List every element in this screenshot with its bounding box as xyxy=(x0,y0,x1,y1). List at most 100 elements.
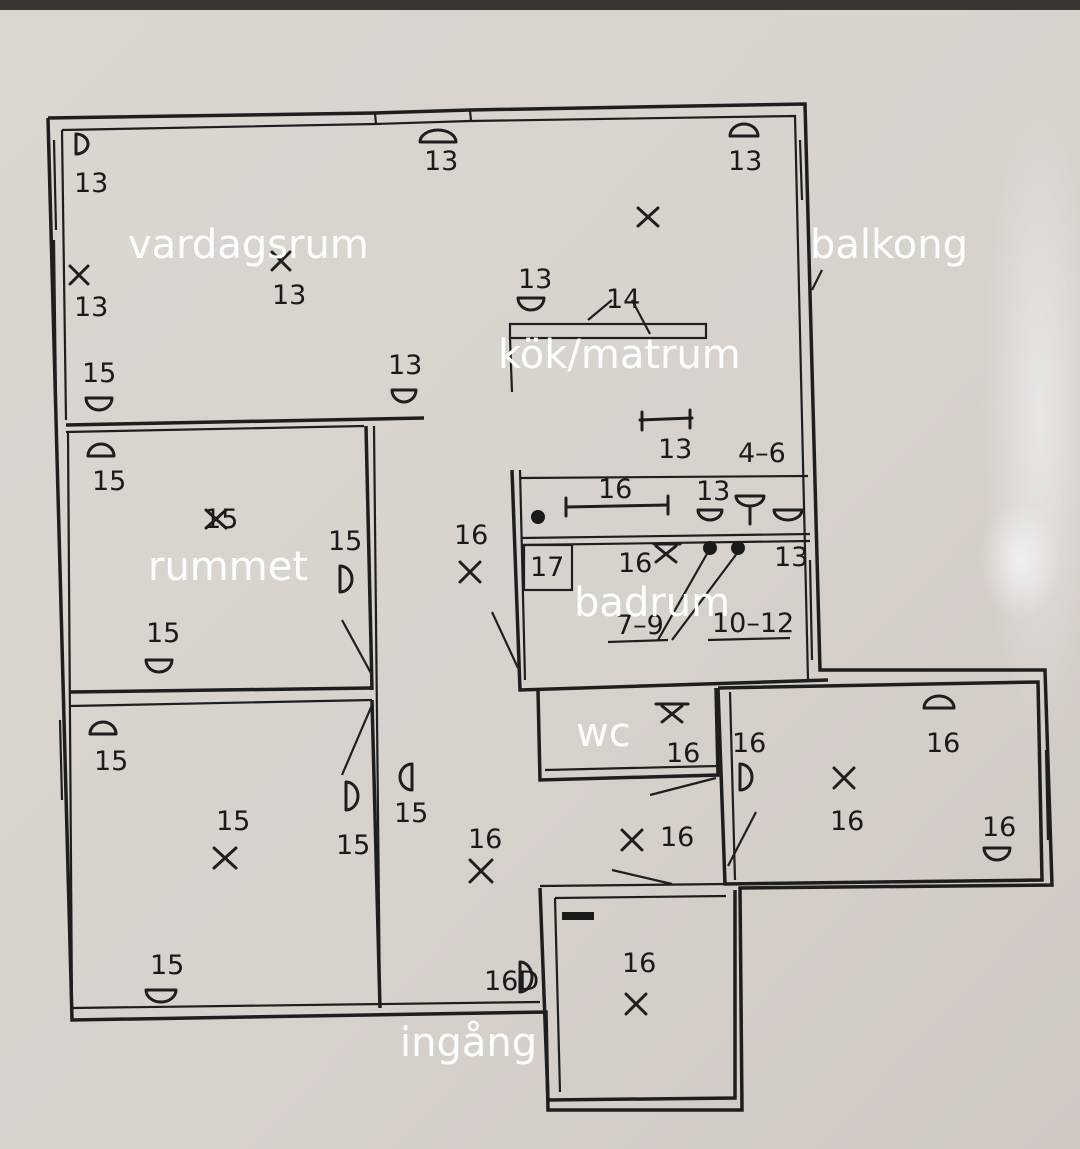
label-15: 15 xyxy=(216,806,250,837)
window-right-2 xyxy=(808,559,814,661)
leader-14a xyxy=(587,299,613,321)
label-16: 16 xyxy=(926,728,960,759)
inner-left-wall xyxy=(60,129,68,421)
outlet-icon xyxy=(390,388,418,404)
door-rummet xyxy=(341,619,373,676)
window-left-1 xyxy=(52,139,58,231)
label-15: 15 xyxy=(82,358,116,389)
outlet-icon xyxy=(74,132,90,156)
outlet-icon xyxy=(88,720,118,736)
cross-icon xyxy=(468,858,494,884)
balcony-door-mark xyxy=(811,269,823,291)
outlet-icon xyxy=(738,762,754,792)
wc-wall xyxy=(536,687,720,782)
room-label-rummet: rummet xyxy=(148,544,308,590)
outlet-icon xyxy=(728,122,760,138)
hall-inner-wall xyxy=(553,897,562,1093)
label-15: 15 xyxy=(336,830,370,861)
outlet-icon xyxy=(344,780,360,812)
line-10-12 xyxy=(707,636,791,642)
cross-icon xyxy=(212,846,238,870)
label-13: 13 xyxy=(696,476,730,507)
cross-icon xyxy=(620,828,644,852)
label-16D: 16D xyxy=(484,966,539,997)
cross-icon xyxy=(636,206,660,228)
outlet-icon xyxy=(338,564,354,594)
ceiling-lights xyxy=(68,206,856,1016)
hall-bar xyxy=(562,912,594,920)
living-room-wall xyxy=(65,416,425,427)
dot-icon xyxy=(731,541,745,555)
room-label-ingang: ingång xyxy=(400,1020,537,1066)
room-label-badrum: badrum xyxy=(574,580,730,626)
room-divider xyxy=(69,686,373,694)
box-17 xyxy=(522,543,574,592)
hall-inner-top xyxy=(554,894,727,900)
leader-2 xyxy=(671,551,739,641)
leader-1 xyxy=(657,551,709,641)
label-16: 16 xyxy=(468,824,502,855)
dot-icon xyxy=(531,510,545,524)
inner-bottom-wall xyxy=(71,1000,541,1010)
label-10-12: 10–12 xyxy=(712,608,794,639)
outlet-icon xyxy=(772,508,804,522)
rummet-right-wall xyxy=(364,425,374,691)
counter-side xyxy=(508,337,514,393)
label-15: 15 xyxy=(146,618,180,649)
label-15: 15 xyxy=(92,466,126,497)
door-wc xyxy=(649,776,717,797)
outlet-icon xyxy=(516,296,546,312)
hall-top-wall xyxy=(539,882,727,888)
label-17: 17 xyxy=(530,552,564,583)
window-left-3 xyxy=(58,719,64,801)
label-13: 13 xyxy=(388,350,422,381)
label-16: 16 xyxy=(982,812,1016,843)
label-13: 13 xyxy=(272,280,306,311)
outlet-icon xyxy=(144,658,174,674)
label-13: 13 xyxy=(728,146,762,177)
circuit-numbers: 13 13 13 13 13 13 14 13 15 13 4–6 15 16 … xyxy=(74,146,1016,997)
label-15: 15 xyxy=(94,746,128,777)
bathroom-fixture-line xyxy=(521,532,811,540)
label-15: 15 xyxy=(150,950,184,981)
kitchen-fixture-bar xyxy=(638,416,694,422)
label-16: 16 xyxy=(454,520,488,551)
label-13: 13 xyxy=(74,292,108,323)
room-label-vardagsrum: vardagsrum xyxy=(128,222,369,268)
room-divider-inner xyxy=(69,698,373,708)
label-13: 13 xyxy=(774,542,808,573)
window-right-1 xyxy=(798,139,804,201)
outlet-icon xyxy=(922,694,956,710)
label-7-9: 7–9 xyxy=(616,610,664,641)
outlet-icon xyxy=(84,396,114,412)
label-15: 15 xyxy=(204,504,238,535)
walls xyxy=(46,102,1054,1112)
window-left-2 xyxy=(52,239,58,401)
bedroom3-inner-wall xyxy=(728,691,737,881)
bathroom-bar xyxy=(564,503,670,509)
glare-spot xyxy=(980,500,1060,620)
label-16: 16 xyxy=(830,806,864,837)
label-16: 16 xyxy=(622,948,656,979)
outlet-icon xyxy=(982,846,1012,862)
label-16: 16 xyxy=(660,822,694,853)
outlet-icon xyxy=(518,960,534,994)
cross-icon xyxy=(832,766,856,790)
room-labels: vardagsrum balkong kök/matrum rummet bad… xyxy=(128,222,968,1066)
wc-inner-wall xyxy=(544,764,719,772)
label-16: 16 xyxy=(732,728,766,759)
window-top-mark-1 xyxy=(373,112,378,125)
label-13: 13 xyxy=(658,434,692,465)
outlet-icon xyxy=(418,128,458,144)
outlet-icon xyxy=(86,442,116,458)
cross-icon xyxy=(68,264,90,286)
bedroom2-right-wall xyxy=(370,699,382,1009)
cross-icon xyxy=(204,508,228,530)
cross-icon xyxy=(654,702,690,724)
door-bedroom2 xyxy=(340,704,374,776)
label-15: 15 xyxy=(328,526,362,557)
inner-left-wall-lower xyxy=(66,432,74,1009)
room-label-wc: wc xyxy=(576,710,631,756)
